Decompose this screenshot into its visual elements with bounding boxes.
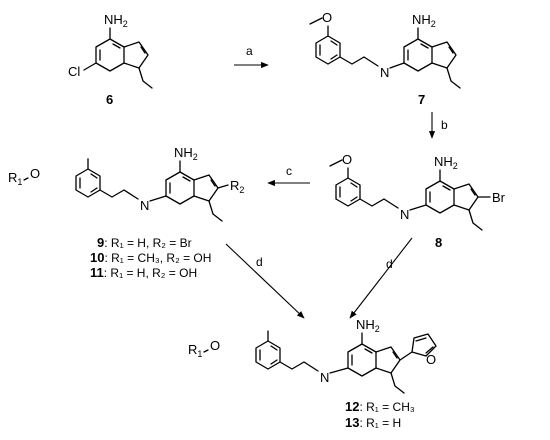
amine-nh: N — [380, 65, 389, 80]
step-c-label: c — [286, 164, 292, 178]
bromo-label: Br — [492, 190, 506, 205]
compound-12-13: R1 O N NH2 O — [188, 317, 437, 394]
compound-7: O N NH2 — [309, 10, 461, 89]
compound-9-line: 9: R₁ = H, R₂ = Br — [97, 235, 192, 250]
methoxy-oxygen: O — [322, 10, 332, 25]
amino-label: NH2 — [434, 154, 458, 171]
r1-label: R1 — [8, 170, 22, 187]
chloro-label: Cl — [68, 64, 80, 79]
ether-oxygen: O — [30, 166, 40, 181]
compound-8: O N NH2 Br — [329, 152, 506, 231]
compound-13-line: 13: R₁ = H — [345, 415, 401, 430]
furan-oxygen: O — [426, 352, 436, 367]
step-b-label: b — [441, 118, 448, 132]
amine-nh: N — [400, 207, 409, 222]
amine-nh: N — [320, 370, 329, 385]
amino-label: NH2 — [174, 145, 198, 162]
compound-6: NH2 Cl — [68, 12, 153, 89]
step-d-left-label: d — [256, 255, 263, 269]
compound-10-line: 10: R₁ = CH₃, R₂ = OH — [90, 250, 211, 265]
furan-ring — [411, 333, 437, 357]
compound-12-line: 12: R₁ = CH₃ — [345, 399, 415, 414]
compound-9-11: R1 O N NH2 R2 — [8, 145, 244, 222]
amine-nh: N — [140, 198, 149, 213]
arrow-step-d-left — [225, 243, 305, 319]
compound-8-number: 8 — [435, 235, 442, 250]
compound-6-number: 6 — [106, 92, 113, 107]
compound-11-line: 11: R₁ = H, R₂ = OH — [90, 265, 197, 280]
step-a-label: a — [246, 44, 253, 58]
methoxy-oxygen: O — [342, 152, 352, 167]
r2-label: R2 — [230, 178, 244, 195]
amino-label: NH2 — [356, 317, 380, 334]
r1-label: R1 — [188, 342, 202, 359]
step-d-right-label: d — [386, 257, 393, 271]
amino-label: NH2 — [104, 12, 128, 29]
arrow-step-d-right — [349, 237, 413, 319]
compound-7-number: 7 — [418, 92, 425, 107]
ether-oxygen: O — [210, 338, 220, 353]
amino-label: NH2 — [412, 12, 436, 29]
